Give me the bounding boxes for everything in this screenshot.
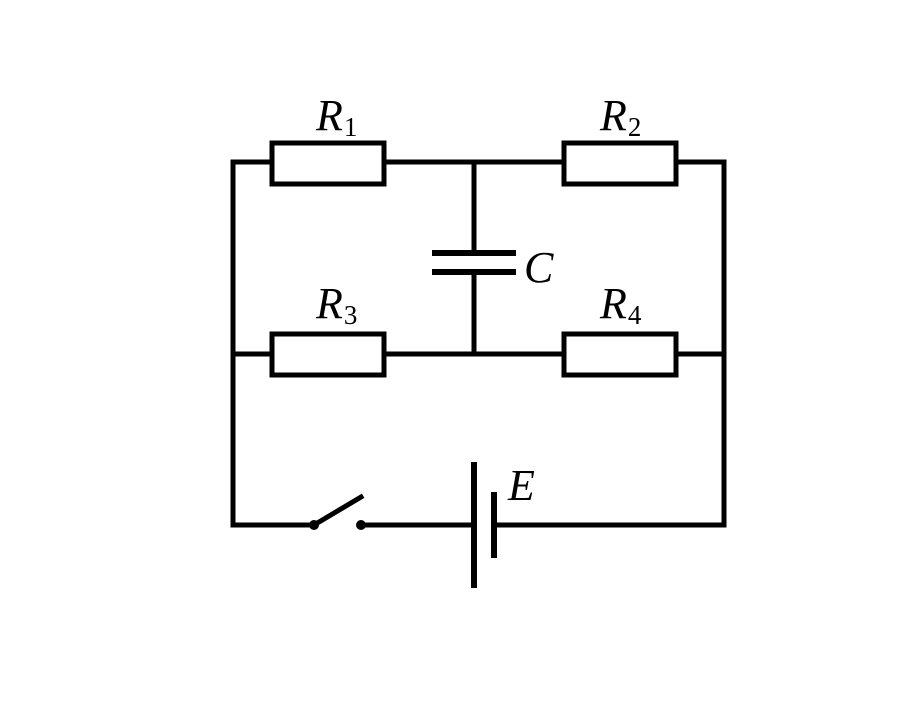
label-r3: R3: [315, 279, 357, 330]
label-r1-sub: 1: [344, 112, 358, 142]
label-r2: R2: [599, 91, 641, 142]
label-r4-main: R: [599, 279, 627, 328]
wire-top-left: [230, 159, 315, 528]
resistor-r2: [561, 140, 679, 187]
label-r4-sub: 4: [628, 300, 642, 330]
label-r1-main: R: [315, 91, 343, 140]
label-r2-main: R: [599, 91, 627, 140]
resistor-r4: [561, 331, 679, 378]
switch-contact-right: [356, 520, 366, 530]
label-r2-sub: 2: [628, 112, 642, 142]
label-capacitor: C: [524, 243, 554, 292]
label-r4: R4: [599, 279, 642, 330]
switch-lever: [310, 493, 365, 529]
capacitor: [432, 250, 516, 275]
label-r1: R1: [315, 91, 357, 142]
label-battery: E: [507, 461, 535, 510]
label-r3-main: R: [315, 279, 343, 328]
switch: [309, 493, 366, 530]
battery: [471, 462, 497, 588]
wires: [230, 159, 727, 528]
resistor-r1: [269, 140, 387, 187]
label-r3-sub: 3: [344, 300, 358, 330]
resistor-r3: [269, 331, 387, 378]
wire-top-right: [491, 159, 727, 528]
